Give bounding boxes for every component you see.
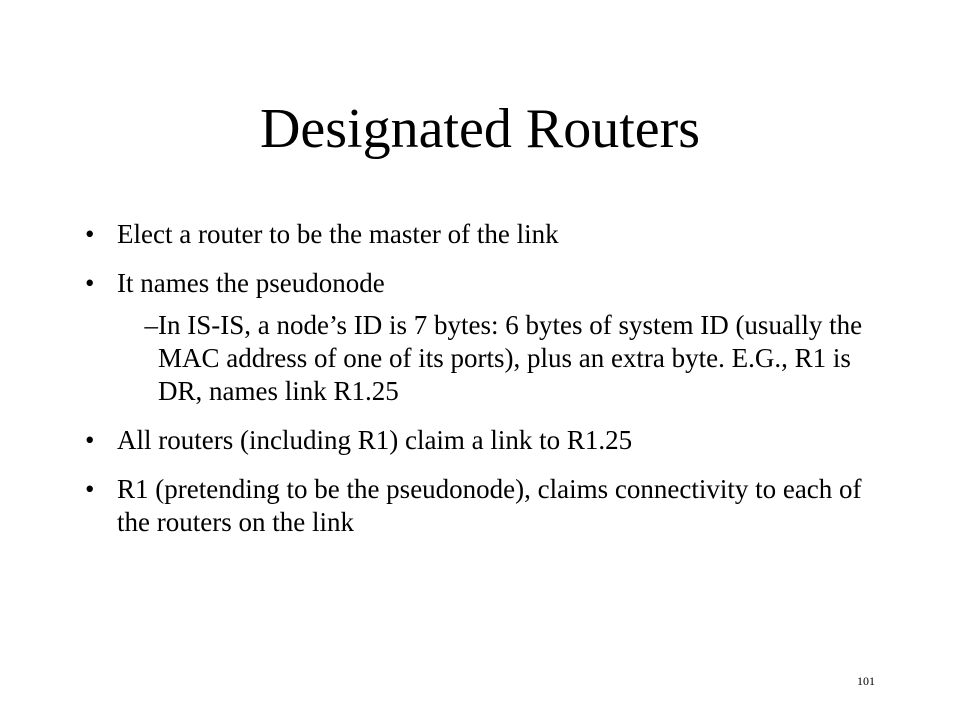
bullet-text: R1 (pretending to be the pseudonode), cl… xyxy=(117,474,862,537)
bullet-list: • Elect a router to be the master of the… xyxy=(85,218,885,539)
bullet-marker: • xyxy=(85,425,95,455)
bullet-text: Elect a router to be the master of the l… xyxy=(117,219,559,249)
page-number: 101 xyxy=(857,674,875,688)
bullet-text: It names the pseudonode xyxy=(117,268,385,298)
bullet-marker: • xyxy=(85,474,95,504)
bullet-item: • R1 (pretending to be the pseudonode), … xyxy=(85,473,885,539)
sub-bullet-item: – In IS-IS, a node’s ID is 7 bytes: 6 by… xyxy=(85,309,885,408)
bullet-item: • Elect a router to be the master of the… xyxy=(85,218,885,251)
sub-bullet-marker: – xyxy=(144,310,159,340)
bullet-marker: • xyxy=(85,219,95,249)
bullet-marker: • xyxy=(85,268,95,298)
bullet-text: All routers (including R1) claim a link … xyxy=(117,425,633,455)
slide-title: Designated Routers xyxy=(259,98,701,160)
bullet-item: • All routers (including R1) claim a lin… xyxy=(85,424,885,457)
bullet-item: • It names the pseudonode xyxy=(85,267,885,300)
sub-bullet-text: In IS-IS, a node’s ID is 7 bytes: 6 byte… xyxy=(158,310,863,406)
